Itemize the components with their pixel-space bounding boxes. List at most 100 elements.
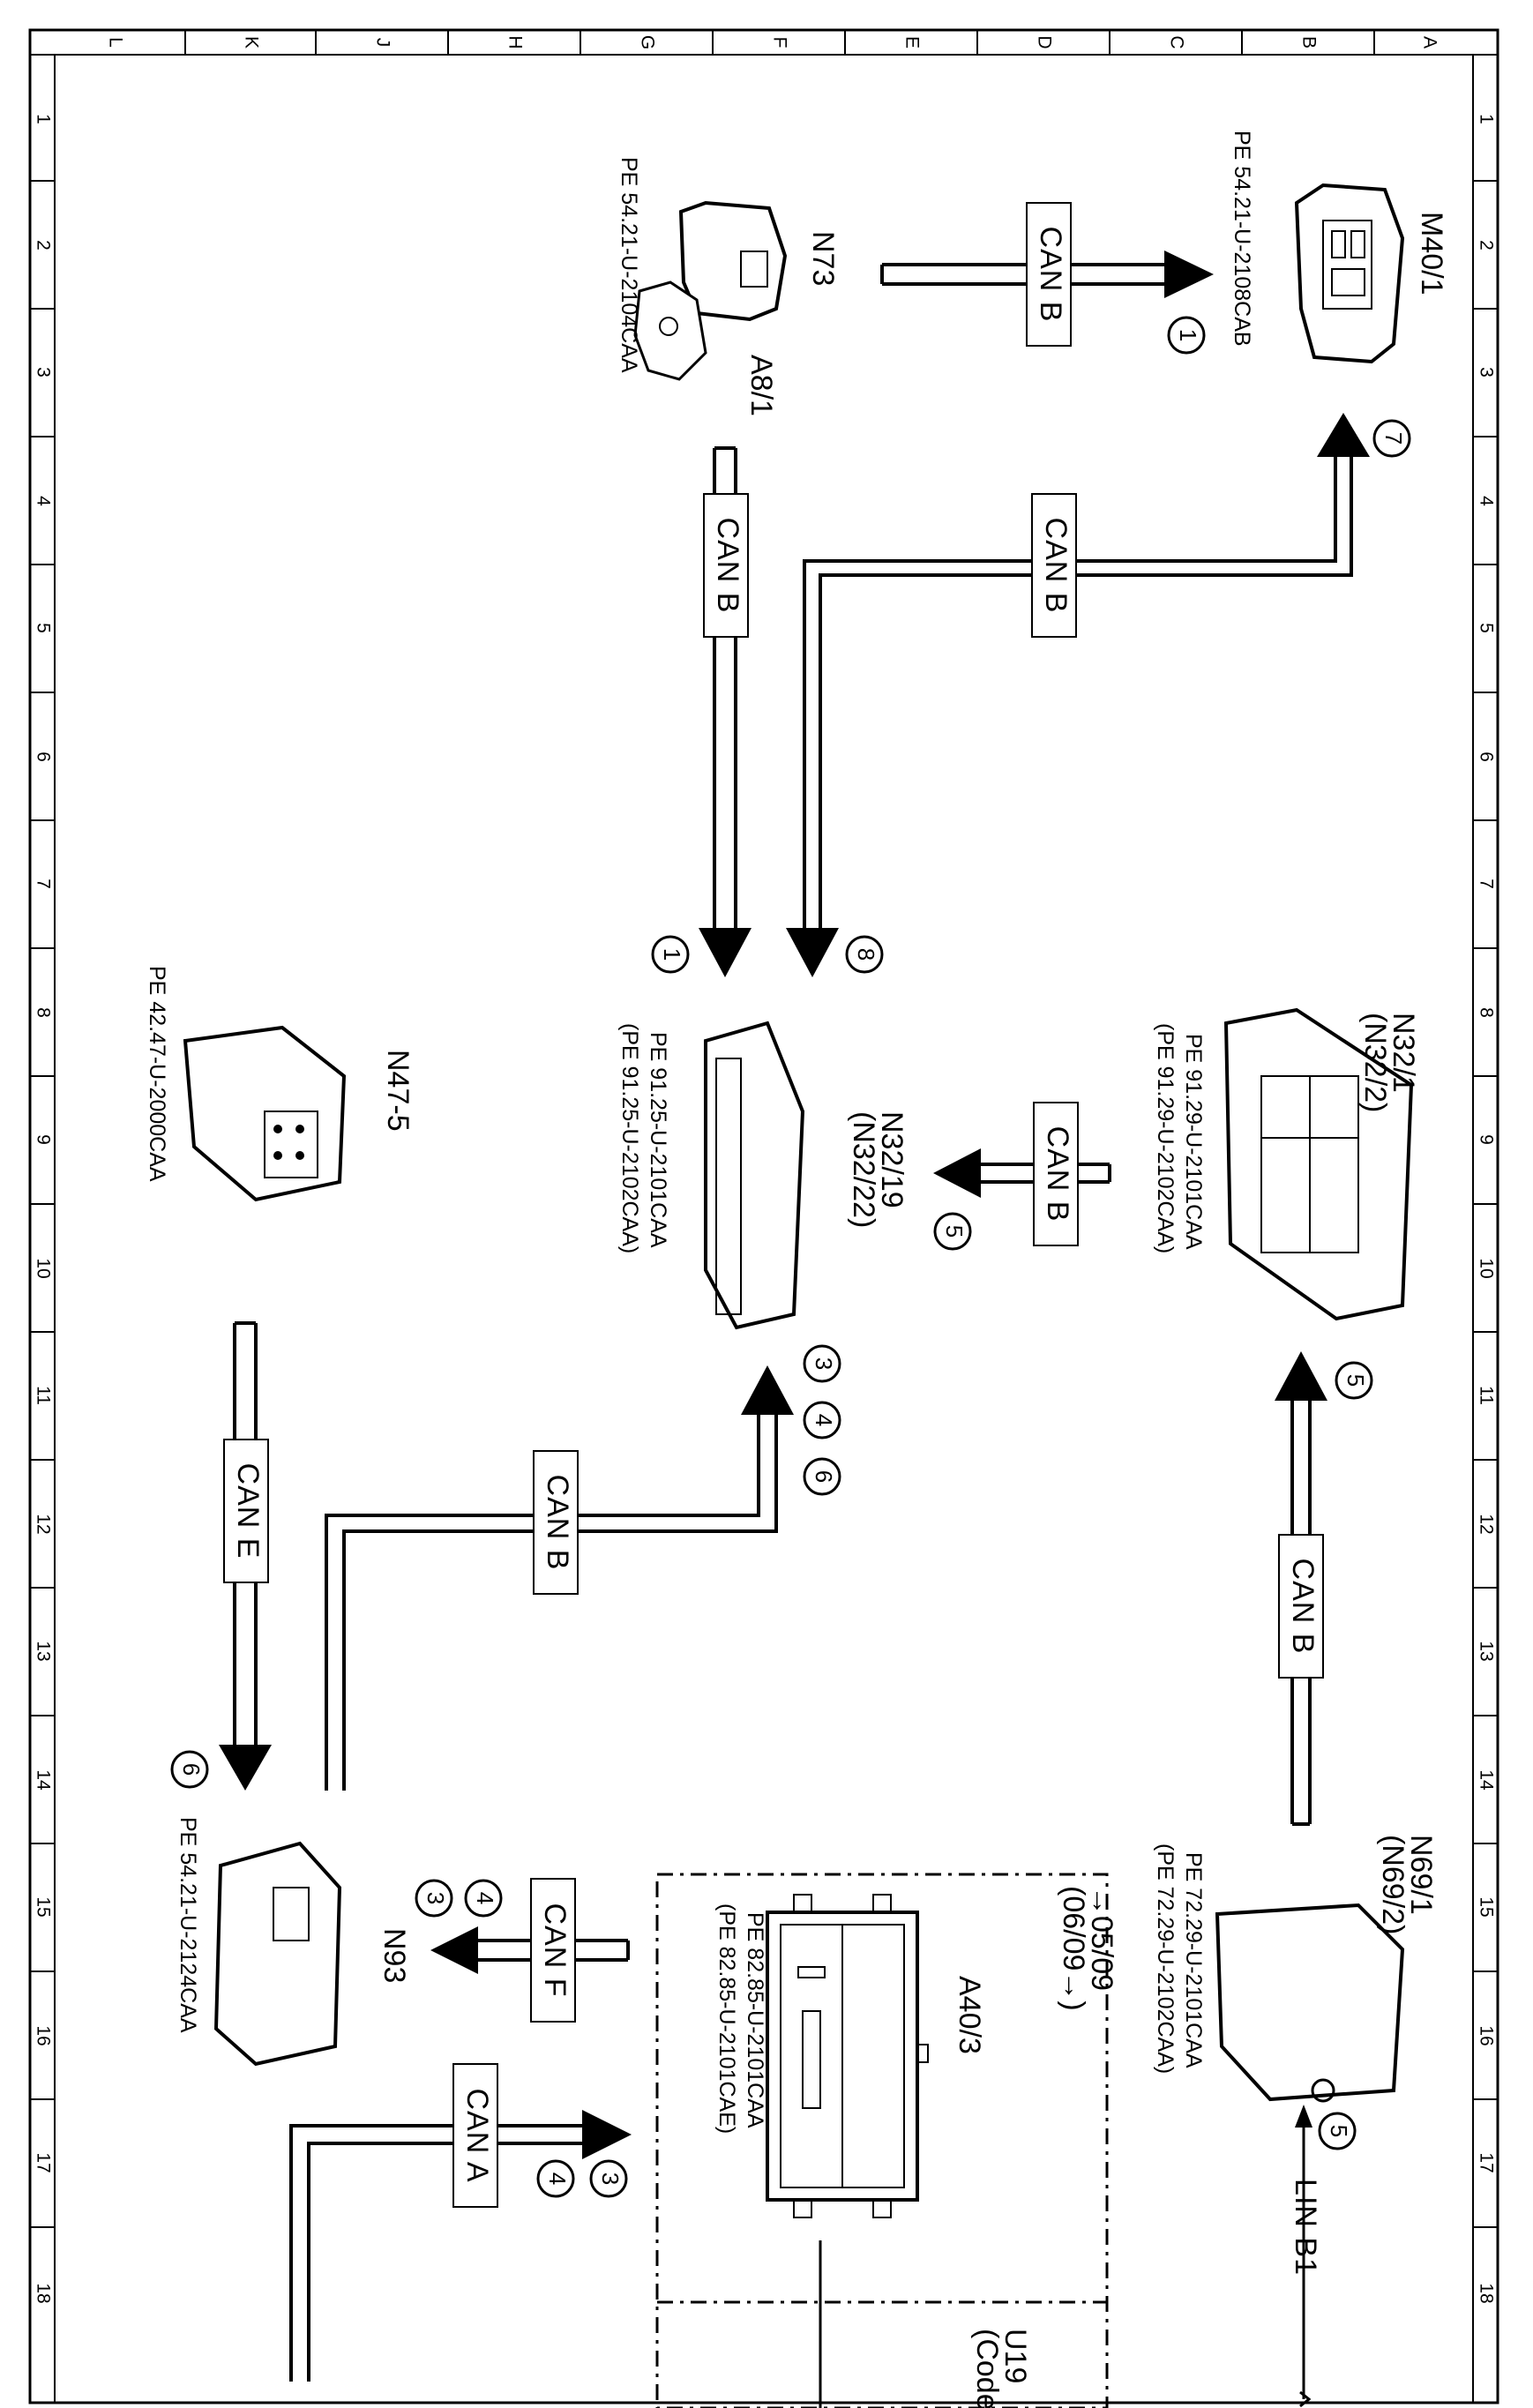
n32-19-name: N32/19	[875, 1111, 909, 1208]
row-number: 3	[33, 367, 53, 378]
callout-circle: 1	[1167, 316, 1206, 355]
n73-drawing	[633, 200, 788, 381]
svg-text:8: 8	[853, 948, 879, 961]
n47-5-ref: PE 42.47-U-2000CAA	[145, 966, 169, 1182]
can-b-text: CAN B	[1039, 518, 1073, 614]
row-number: 18	[33, 2283, 53, 2303]
a40-3-name: A40/3	[953, 1976, 986, 2054]
m40-1-drawing	[1294, 183, 1405, 364]
callout-circle: 6	[170, 1750, 209, 1789]
row-number: 12	[33, 1514, 53, 1534]
row-number: 14	[33, 1769, 53, 1791]
row-number: 2	[1476, 240, 1496, 251]
n32-1-ref1: PE 91.29-U-2101CAA	[1181, 1034, 1206, 1250]
a40-3-note2: (06/09→)	[1057, 1886, 1090, 2011]
n93-ref: PE 54.21-U-2124CAA	[176, 1817, 200, 2033]
n93-name: N93	[378, 1928, 411, 1983]
n93-drawing	[213, 1841, 342, 2067]
n73-ref: PE 54.21-U-2104CAA	[617, 157, 641, 373]
wire-n73-m40	[880, 251, 1214, 298]
svg-text:4: 4	[544, 2172, 571, 2185]
callout-circle: 8	[845, 935, 884, 974]
row-number: 15	[33, 1896, 53, 1917]
callout-circle: 5	[1318, 2112, 1357, 2150]
svg-text:7: 7	[1380, 432, 1407, 445]
row-number: 13	[1476, 1641, 1496, 1661]
callout-circle: 4	[536, 2159, 575, 2198]
lin-b1-text: LIN B1	[1289, 2179, 1322, 2276]
row-number: 1	[1476, 114, 1496, 124]
column-ticks	[184, 30, 1375, 55]
row-number: 16	[1476, 2025, 1496, 2045]
row-number: 17	[1476, 2152, 1496, 2172]
n32-1-name: N32/1	[1387, 1013, 1420, 1093]
row-number: 10	[33, 1258, 53, 1278]
wire-lin-b1	[1295, 2105, 1312, 2408]
svg-text:3: 3	[597, 2172, 624, 2185]
a40-3-note1: →05/09	[1085, 1886, 1118, 1991]
can-b-text: CAN B	[711, 518, 744, 614]
row-number: 2	[33, 240, 53, 251]
m40-1-ref: PE 54.21-U-2108CAB	[1230, 131, 1254, 347]
n69-1-ref1: PE 72.29-U-2101CAA	[1181, 1852, 1206, 2068]
callout-circle: 5	[933, 1212, 972, 1251]
n69-1-alt: (N69/2)	[1376, 1835, 1410, 1934]
row-number: 10	[1476, 1258, 1496, 1278]
svg-text:4: 4	[472, 1892, 498, 1904]
row-number: 15	[1476, 1896, 1496, 1917]
n32-1-ref2: (PE 91.29-U-2102CAA)	[1153, 1023, 1178, 1253]
col-letter: J	[372, 38, 393, 48]
row-number: 1	[33, 114, 53, 124]
can-a-text: CAN A	[460, 2088, 494, 2182]
col-letter: F	[769, 37, 789, 49]
col-letter: K	[241, 36, 261, 49]
row-number: 8	[33, 1007, 53, 1018]
callout-circle: 4	[803, 1401, 841, 1440]
u19-name: U19	[998, 2329, 1032, 2383]
svg-text:3: 3	[811, 1357, 837, 1370]
row-numbers-left: 1 2 3 4 5 6 7 8 9 10 11 12 13 14 15 16 1…	[33, 114, 53, 2304]
can-b-label-2: CAN B	[1031, 493, 1077, 638]
wire-can-f	[430, 1926, 630, 1974]
svg-text:6: 6	[178, 1763, 205, 1776]
svg-text:3: 3	[423, 1892, 449, 1904]
n32-1-alt: (N32/2)	[1358, 1013, 1392, 1112]
row-number: 13	[33, 1641, 53, 1661]
can-f-label: CAN F	[530, 1878, 576, 2023]
can-b-text: CAN B	[1041, 1126, 1074, 1223]
row-number: 8	[1476, 1007, 1496, 1018]
svg-text:4: 4	[811, 1414, 837, 1426]
can-b-label-1: CAN B	[1026, 202, 1072, 347]
row-number: 11	[1476, 1386, 1496, 1405]
row-numbers-right: 1 2 3 4 5 6 7 8 9 10 11 12 13 14 15 16 1…	[1476, 114, 1496, 2304]
row-number: 4	[33, 496, 53, 506]
n69-1-ref2: (PE 72.29-U-2102CAA)	[1153, 1843, 1178, 2074]
svg-text:5: 5	[1326, 2125, 1352, 2137]
svg-text:1: 1	[659, 948, 685, 961]
can-b-label-3: CAN B	[703, 493, 749, 638]
callout-circle: 3	[589, 2159, 628, 2198]
row-number: 3	[1476, 367, 1496, 378]
col-letter: H	[505, 35, 525, 49]
can-e-label: CAN E	[223, 1439, 269, 1583]
n32-19-drawing	[704, 1021, 805, 1330]
n32-1-drawing	[1223, 1007, 1414, 1321]
n47-5-drawing	[183, 1025, 347, 1202]
callout-circle: 3	[803, 1344, 841, 1383]
a40-3-ref2: (PE 82.85-U-2101CAE)	[714, 1903, 739, 2134]
n32-19-alt: (N32/22)	[847, 1111, 880, 1228]
can-b-label-6: CAN B	[1278, 1534, 1324, 1679]
u19-note: (Code	[970, 2329, 1004, 2408]
row-number: 5	[33, 623, 53, 633]
row-number: 9	[33, 1134, 53, 1145]
svg-text:6: 6	[811, 1470, 837, 1483]
svg-text:5: 5	[1342, 1374, 1369, 1387]
n32-19-ref1: PE 91.25-U-2101CAA	[646, 1032, 670, 1248]
wire-n3219-m40	[786, 413, 1370, 977]
a40-3-drawing	[766, 1894, 929, 2218]
can-b-label-4: CAN B	[1033, 1102, 1079, 1246]
callout-circle: 5	[1335, 1361, 1373, 1400]
can-b-text: CAN B	[541, 1475, 574, 1571]
callout-circle: 3	[415, 1879, 453, 1918]
